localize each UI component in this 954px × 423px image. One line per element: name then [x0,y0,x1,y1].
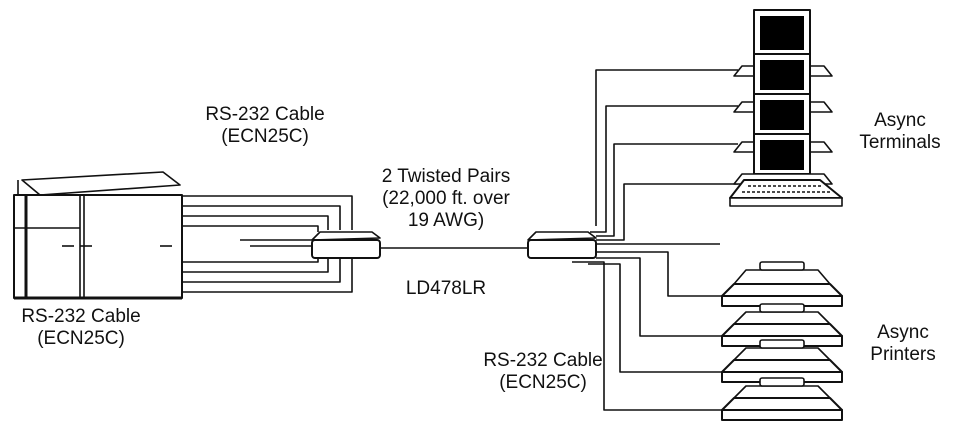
modem-name-label: LD478LR [405,278,487,299]
terminal-cables [590,69,738,245]
keyboard-icon [729,179,843,207]
rs232-cable-top-line2: (ECN25C) [221,126,309,147]
rs232-cable-left-line1: RS-232 Cable [21,306,141,327]
rs232-cable-left-line2: (ECN25C) [37,328,125,349]
printer-icon [721,261,843,421]
async-terminals-line1: Async [874,110,926,131]
left-rs232-cables [182,195,353,293]
rs232-cable-left-label: RS-232 Cable (ECN25C) [6,306,156,350]
rs232-cable-top-label: RS-232 Cable (ECN25C) [190,104,340,148]
printer-cables [572,251,726,411]
async-terminals-label: Async Terminals [848,110,952,154]
twisted-pairs-line3: 19 AWG) [407,210,485,231]
async-terminals-line2: Terminals [859,132,941,153]
twisted-pairs-line1: 2 Twisted Pairs [381,166,511,187]
twisted-pairs-label: 2 Twisted Pairs (22,000 ft. over 19 AWG) [376,166,516,232]
async-printers-label: Async Printers [858,322,948,366]
right-modem-icon [527,231,597,259]
async-terminal-icon [733,9,833,185]
rs232-cable-bottom-line1: RS-232 Cable [483,350,603,371]
twisted-pairs-line2: (22,000 ft. over [382,188,510,209]
rs232-cable-top-line1: RS-232 Cable [205,104,325,125]
async-printers-line2: Printers [870,344,936,365]
left-modem-icon [311,231,381,259]
async-printers-line1: Async [877,322,929,343]
rs232-cable-bottom-label: RS-232 Cable (ECN25C) [468,350,618,394]
rs232-cable-bottom-line2: (ECN25C) [499,372,587,393]
mainframe-computer-icon [13,171,183,300]
